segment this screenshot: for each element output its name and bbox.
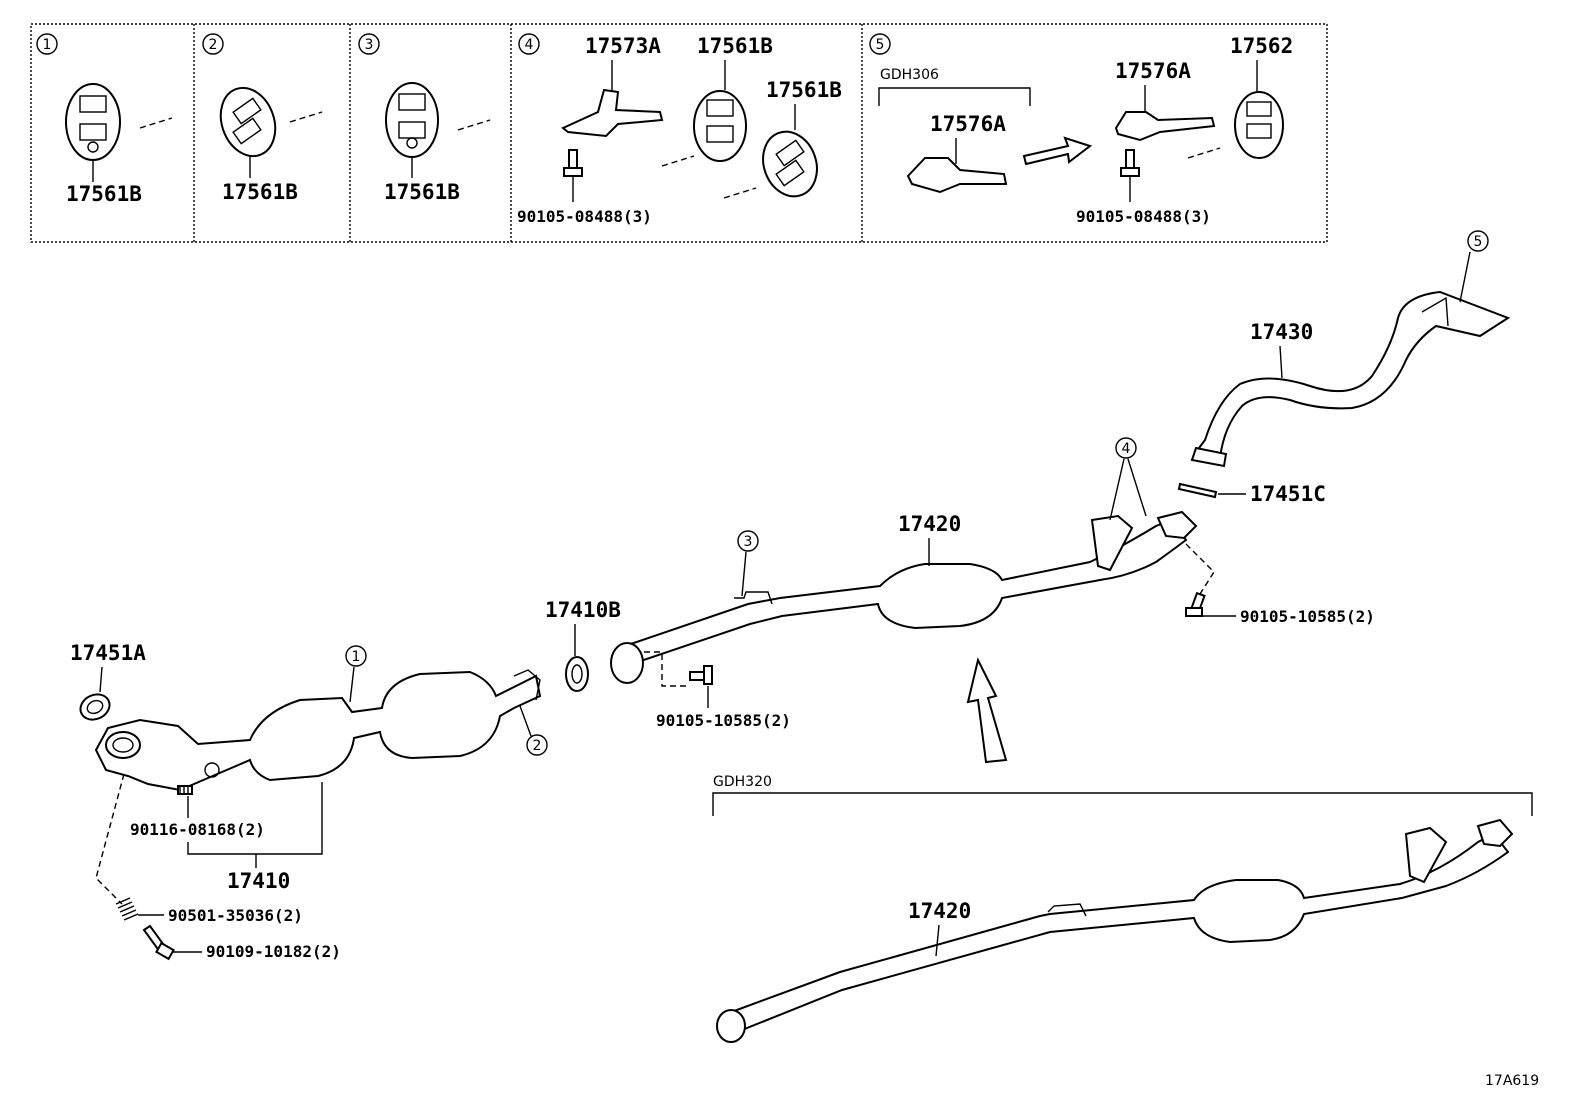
spring-icon [115,897,139,921]
bracket-icon [561,88,664,138]
rubber-hanger-icon [65,83,121,161]
bolt-icon [689,665,713,685]
arrow-right-icon [1022,136,1093,166]
callout-number: 5 [876,37,885,53]
diagram-code: 17A619 [1485,1073,1539,1089]
callout-number: 1 [43,37,52,53]
part-label: 90105-08488(3) [517,207,652,226]
stud-icon [177,785,193,795]
bracket-icon [1114,111,1216,142]
bolt-icon [563,149,583,177]
bolt-icon [1185,591,1206,617]
gasket-17451C-icon [1177,482,1218,499]
part-label: 17576A [930,112,1006,136]
callout-number: 4 [525,37,534,53]
part-label: 17561B [384,180,460,204]
legend-box-4: 4 17573A 17561B 17561B 90105-08488(3) [517,33,842,226]
callout-5: 5 [1474,234,1483,250]
label-90105-10585-front: 90105-10585(2) [656,711,791,730]
callout-4: 4 [1122,441,1131,457]
center-pipe-17420-gdh320 [716,818,1514,1043]
callout-1: 1 [352,649,361,665]
center-pipe-17420 [610,510,1198,684]
label-17410: 17410 [227,869,290,893]
legend-box-1: 1 17561B [36,33,173,206]
label-17410B: 17410B [545,598,621,622]
legend-box-2: 2 17561B [202,33,323,204]
gasket-17410B-icon [565,656,589,692]
part-label: 17561B [697,34,773,58]
legend-box-5: 5 GDH306 17576A 17576A 17562 90105-08488… [869,33,1293,226]
arrow-up-icon [966,657,1008,764]
label-17430: 17430 [1250,320,1313,344]
legend-panels [30,23,1328,243]
callout-2: 2 [533,738,542,754]
label-90116-08168: 90116-08168(2) [130,820,265,839]
callout-number: 3 [365,37,374,53]
part-label: 90105-08488(3) [1076,207,1211,226]
tail-pipe-17430 [1190,290,1511,468]
bracket-icon [906,157,1008,194]
rubber-hanger-icon [219,86,277,158]
callout-3: 3 [744,534,753,550]
rubber-hanger-icon [385,82,439,158]
rubber-hanger-icon [762,130,818,198]
variant-label-gdh320: GDH320 [713,774,772,790]
part-label: 17561B [222,180,298,204]
front-pipe-17410 [94,669,542,792]
label-90105-10585-rear: 90105-10585(2) [1240,607,1375,626]
label-90109-10182: 90109-10182(2) [206,942,341,961]
callout-number: 2 [209,37,218,53]
part-label: 17561B [66,182,142,206]
rubber-hanger-icon [1234,91,1284,159]
part-label: 17562 [1230,34,1293,58]
label-17420: 17420 [898,512,961,536]
label-17451A: 17451A [70,641,146,665]
variant-label: GDH306 [880,67,939,83]
legend-box-3: 3 17561B [358,33,491,204]
bolt-icon [142,924,175,961]
part-label: 17561B [766,78,842,102]
rubber-hanger-icon [693,90,747,162]
label-17451C: 17451C [1250,482,1326,506]
part-label: 17573A [585,34,661,58]
bolt-icon [1120,149,1140,177]
label-90501-35036: 90501-35036(2) [168,906,303,925]
gasket-17451A-icon [79,693,111,721]
label-17420-gdh320: 17420 [908,899,971,923]
part-label: 17576A [1115,59,1191,83]
